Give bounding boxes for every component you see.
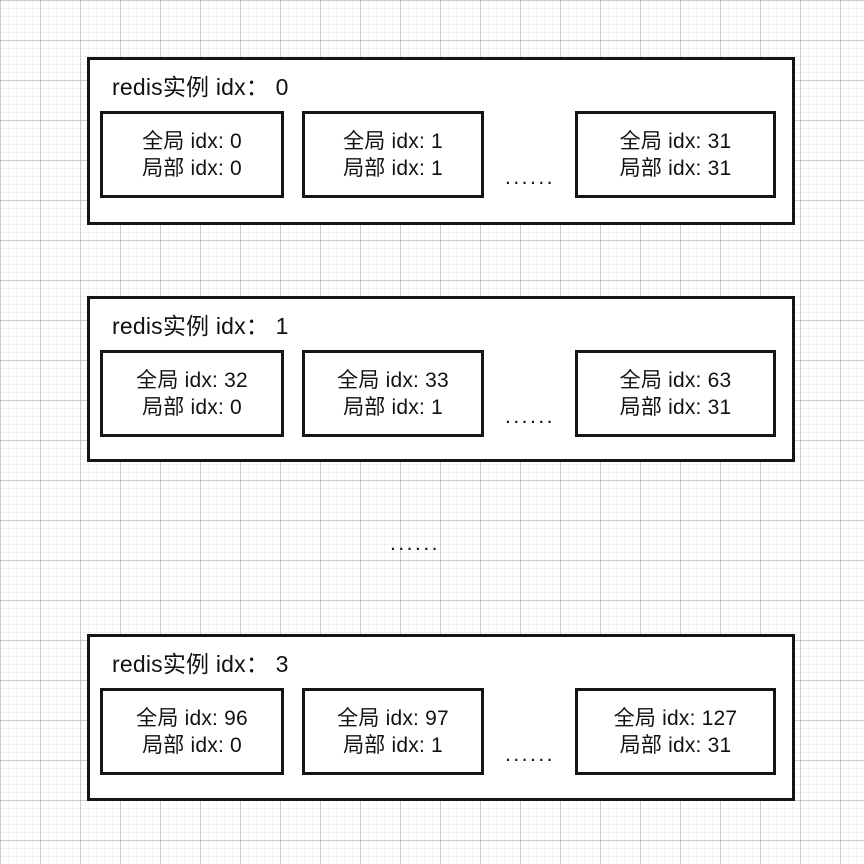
global-idx-label: 全局 idx: 97 bbox=[337, 706, 449, 730]
global-idx-label: 全局 idx: 31 bbox=[619, 129, 732, 153]
global-idx-label: 全局 idx: 127 bbox=[613, 706, 738, 730]
local-idx-label: 局部 idx: 31 bbox=[619, 156, 732, 180]
instance-header: redis实例 idx： 1 bbox=[112, 313, 289, 339]
slot-row: 全局 idx: 32 局部 idx: 0 全局 idx: 33 局部 idx: … bbox=[90, 350, 792, 444]
local-idx-label: 局部 idx: 0 bbox=[142, 156, 242, 180]
slot-cell: 全局 idx: 33 局部 idx: 1 bbox=[302, 350, 484, 438]
local-idx-label: 局部 idx: 31 bbox=[619, 395, 732, 419]
slot-cell: 全局 idx: 96 局部 idx: 0 bbox=[100, 688, 284, 776]
slot-row-ellipsis: ...... bbox=[504, 166, 555, 190]
slot-cell: 全局 idx: 97 局部 idx: 1 bbox=[302, 688, 484, 776]
slot-cell: 全局 idx: 31 局部 idx: 31 bbox=[575, 111, 776, 199]
global-idx-label: 全局 idx: 32 bbox=[136, 368, 248, 392]
global-idx-label: 全局 idx: 1 bbox=[343, 129, 443, 153]
slot-row-ellipsis: ...... bbox=[504, 743, 555, 767]
local-idx-label: 局部 idx: 0 bbox=[142, 395, 242, 419]
redis-instance-block: redis实例 idx： 3 全局 idx: 96 局部 idx: 0 全局 i… bbox=[87, 634, 795, 801]
global-idx-label: 全局 idx: 0 bbox=[142, 129, 242, 153]
global-idx-label: 全局 idx: 96 bbox=[136, 706, 248, 730]
local-idx-label: 局部 idx: 1 bbox=[343, 733, 443, 757]
slot-cell: 全局 idx: 1 局部 idx: 1 bbox=[302, 111, 484, 199]
redis-instance-block: redis实例 idx： 0 全局 idx: 0 局部 idx: 0 全局 id… bbox=[87, 57, 795, 225]
local-idx-label: 局部 idx: 31 bbox=[619, 733, 732, 757]
slot-row: 全局 idx: 96 局部 idx: 0 全局 idx: 97 局部 idx: … bbox=[90, 688, 792, 782]
blocks-continuation-ellipsis: ...... bbox=[389, 532, 440, 555]
global-idx-label: 全局 idx: 33 bbox=[337, 368, 449, 392]
redis-instance-block: redis实例 idx： 1 全局 idx: 32 局部 idx: 0 全局 i… bbox=[87, 296, 795, 462]
global-idx-label: 全局 idx: 63 bbox=[619, 368, 732, 392]
slot-cell: 全局 idx: 127 局部 idx: 31 bbox=[575, 688, 776, 776]
local-idx-label: 局部 idx: 1 bbox=[343, 395, 443, 419]
instance-header: redis实例 idx： 0 bbox=[112, 74, 289, 100]
instance-header: redis实例 idx： 3 bbox=[112, 651, 289, 677]
slot-row: 全局 idx: 0 局部 idx: 0 全局 idx: 1 局部 idx: 1 … bbox=[90, 111, 792, 205]
slot-cell: 全局 idx: 0 局部 idx: 0 bbox=[100, 111, 284, 199]
local-idx-label: 局部 idx: 0 bbox=[142, 733, 242, 757]
slot-row-ellipsis: ...... bbox=[504, 405, 555, 429]
slot-cell: 全局 idx: 63 局部 idx: 31 bbox=[575, 350, 776, 438]
slot-cell: 全局 idx: 32 局部 idx: 0 bbox=[100, 350, 284, 438]
local-idx-label: 局部 idx: 1 bbox=[343, 156, 443, 180]
